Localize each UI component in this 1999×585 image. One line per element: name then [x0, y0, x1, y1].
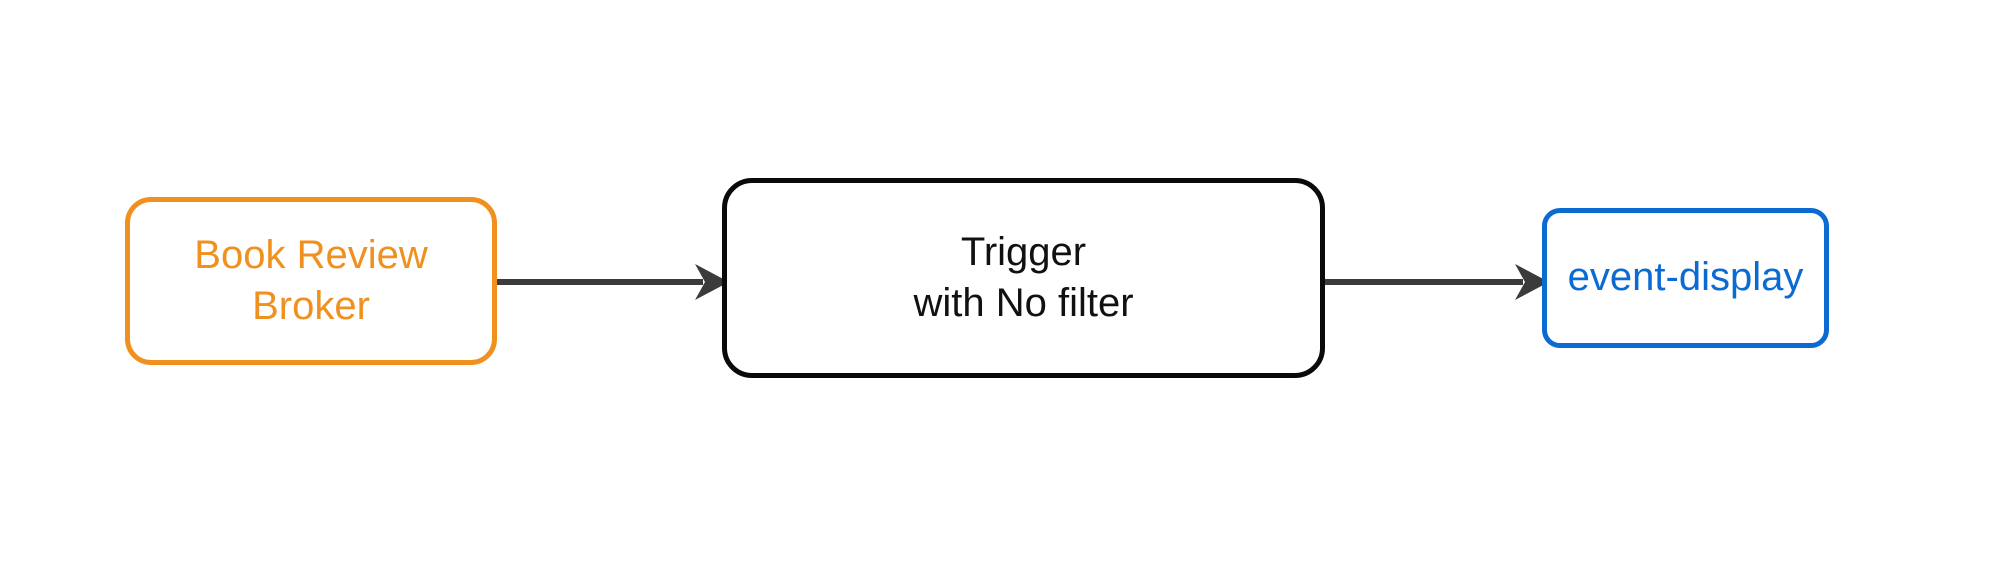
- node-trigger-label: Trigger with No filter: [913, 229, 1134, 325]
- node-trigger-with-no-filter[interactable]: Trigger with No filter: [722, 178, 1325, 378]
- edge-source-to-trigger-arrow: [497, 264, 729, 300]
- node-book-review-broker[interactable]: Book Review Broker: [125, 197, 497, 365]
- edge-source-to-trigger: [497, 262, 729, 302]
- edge-trigger-to-sink: [1325, 262, 1549, 302]
- edge-trigger-to-sink-arrow: [1325, 264, 1549, 300]
- node-event-display[interactable]: event-display: [1542, 208, 1829, 348]
- node-event-display-label: event-display: [1567, 255, 1804, 300]
- node-book-review-broker-label: Book Review Broker: [194, 232, 428, 328]
